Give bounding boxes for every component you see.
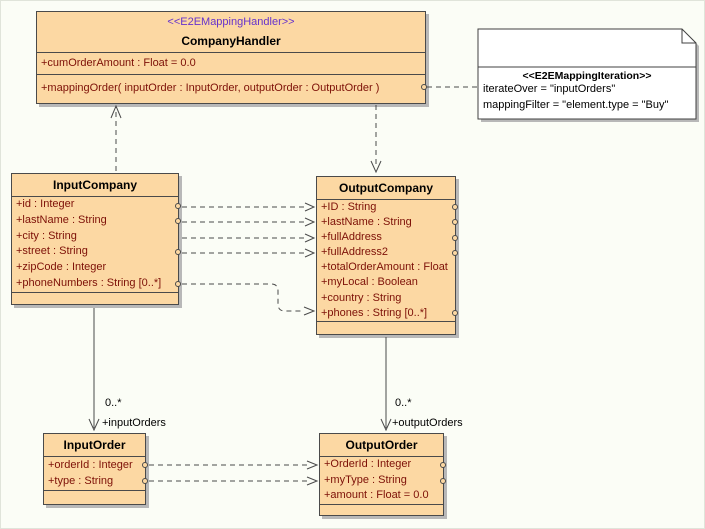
mapping-phonenumbers-to-phones[interactable]: [182, 283, 316, 316]
note-fold-icon: [681, 29, 696, 44]
role-label-outputorders[interactable]: +outputOrders: [392, 417, 463, 429]
mapping-id-to-id[interactable]: [182, 202, 316, 212]
attribute-mytype[interactable]: +myType : String: [324, 473, 407, 486]
class-input-order[interactable]: InputOrder +orderId : Integer +type : St…: [43, 433, 146, 505]
attribute-cumorderamount[interactable]: +cumOrderAmount : Float = 0.0: [41, 57, 196, 69]
attribute-fulladdress[interactable]: +fullAddress: [321, 231, 382, 244]
open-arrowhead-icon: [110, 104, 122, 119]
open-arrowhead-icon: [380, 418, 392, 432]
note-property-mappingfilter[interactable]: mappingFilter = "element.type = "Buy": [483, 99, 669, 111]
class-stereotype: <<E2EMappingHandler>>: [167, 16, 295, 28]
attribute-id[interactable]: +ID : String: [321, 201, 377, 213]
open-arrowhead-icon: [370, 160, 382, 174]
association-outputcompany-outputorder[interactable]: [380, 337, 392, 432]
attribute-totalorderamount[interactable]: +totalOrderAmount : Float: [321, 261, 448, 274]
attribute-lastname[interactable]: +lastName : String: [16, 213, 107, 226]
attribute-id[interactable]: +id : Integer: [16, 198, 75, 210]
class-name[interactable]: CompanyHandler: [181, 34, 281, 48]
class-output-company[interactable]: OutputCompany +ID : String +lastName : S…: [316, 176, 456, 335]
attribute-country[interactable]: +country : String: [321, 291, 402, 304]
attribute-mylocal[interactable]: +myLocal : Boolean: [321, 276, 418, 289]
attribute-orderid[interactable]: +orderId : Integer: [48, 459, 133, 471]
class-input-company[interactable]: InputCompany +id : Integer +lastName : S…: [11, 173, 179, 305]
operations-compartment-empty: [317, 321, 455, 334]
open-arrowhead-icon: [303, 306, 316, 316]
mapping-orderid-to-orderid[interactable]: [149, 460, 319, 470]
attribute-orderid[interactable]: +OrderId : Integer: [324, 458, 412, 470]
class-header[interactable]: InputCompany: [12, 174, 178, 197]
class-header[interactable]: <<E2EMappingHandler>> CompanyHandler: [37, 12, 425, 53]
open-arrowhead-icon: [304, 233, 316, 243]
class-header[interactable]: InputOrder: [44, 434, 145, 457]
class-name[interactable]: OutputOrder: [345, 438, 418, 452]
role-label-inputorders[interactable]: +inputOrders: [102, 417, 166, 429]
attribute-amount[interactable]: +amount : Float = 0.0: [324, 489, 429, 502]
attribute-street[interactable]: +street : String: [16, 245, 88, 258]
class-name[interactable]: InputCompany: [53, 178, 137, 192]
operations-compartment-empty: [12, 292, 178, 304]
class-company-handler[interactable]: <<E2EMappingHandler>> CompanyHandler +cu…: [36, 11, 426, 104]
operations-compartment-empty: [320, 504, 443, 514]
attribute-zipcode[interactable]: +zipCode : Integer: [16, 261, 107, 274]
open-arrowhead-icon: [304, 202, 316, 212]
attribute-fulladdress2[interactable]: +fullAddress2: [321, 246, 388, 259]
dependency-companyhandler-to-outputcompany[interactable]: [370, 105, 382, 174]
mapping-type-to-mytype[interactable]: [149, 476, 319, 486]
attribute-lastname[interactable]: +lastName : String: [321, 216, 412, 229]
multiplicity-outputorders[interactable]: 0..*: [395, 397, 412, 409]
operations-compartment-empty: [44, 490, 145, 503]
mapping-lastname-to-lastname[interactable]: [182, 217, 316, 227]
mapping-city-to-fulladdress[interactable]: [182, 233, 316, 243]
open-arrowhead-icon: [304, 248, 316, 258]
attribute-type[interactable]: +type : String: [48, 475, 114, 488]
note-property-iterateover[interactable]: iterateOver = "inputOrders": [483, 83, 616, 95]
class-name[interactable]: InputOrder: [63, 438, 126, 452]
dependency-inputcompany-to-companyhandler[interactable]: [110, 104, 122, 171]
open-arrowhead-icon: [306, 476, 319, 486]
open-arrowhead-icon: [304, 217, 316, 227]
attribute-phonenumbers[interactable]: +phoneNumbers : String [0..*]: [16, 276, 162, 289]
association-inputcompany-inputorder[interactable]: [88, 308, 100, 432]
open-arrowhead-icon: [88, 418, 100, 432]
open-arrowhead-icon: [306, 460, 319, 470]
attribute-city[interactable]: +city : String: [16, 229, 77, 242]
attribute-phones[interactable]: +phones : String [0..*]: [321, 306, 428, 319]
class-name[interactable]: OutputCompany: [339, 181, 433, 195]
class-header[interactable]: OutputOrder: [320, 434, 443, 457]
mapping-street-to-fulladdress2[interactable]: [182, 248, 316, 258]
class-output-order[interactable]: OutputOrder +OrderId : Integer +myType :…: [319, 433, 444, 516]
operation-mappingorder[interactable]: +mappingOrder( inputOrder : InputOrder, …: [41, 82, 380, 94]
multiplicity-inputorders[interactable]: 0..*: [105, 397, 122, 409]
note-stereotype[interactable]: <<E2EMappingIteration>>: [522, 70, 652, 82]
class-header[interactable]: OutputCompany: [317, 177, 455, 200]
